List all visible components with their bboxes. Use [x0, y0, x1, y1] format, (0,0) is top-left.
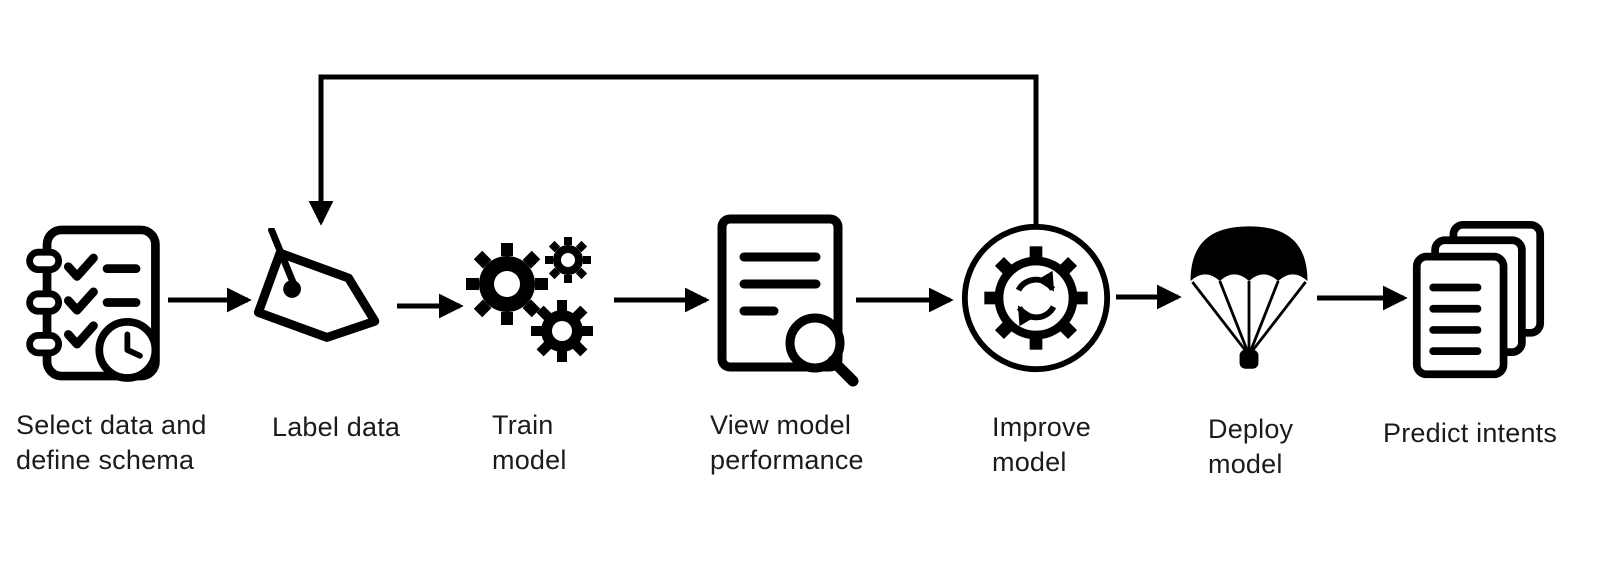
sync-arrow-bottom [1016, 305, 1057, 327]
tag-icon [253, 228, 380, 342]
step-label-improve-model: Improve model [992, 412, 1091, 477]
step-label-train-model: Train model [492, 410, 567, 475]
step-label-deploy-model: Deploy model [1208, 414, 1294, 479]
document-report-icon [717, 214, 859, 387]
feedback-arrow-improve-to-label [308, 74, 1039, 226]
step-label-predict-intents: Predict intents [1383, 418, 1558, 448]
gears-icon [466, 237, 593, 362]
magnifier-icon [785, 313, 859, 387]
step-label-select-data: Select data and define schema [16, 410, 207, 475]
step-label-view-performance: View model performance [710, 410, 864, 475]
stacked-documents-icon [1412, 220, 1545, 379]
step-label-label-data: Label data [272, 412, 401, 442]
gear-small [545, 237, 591, 283]
notebook-checklist-icon [26, 225, 160, 382]
gear-sync-icon [961, 223, 1111, 373]
sync-arrow-top [1015, 270, 1056, 292]
gear-medium [531, 300, 593, 362]
gear-large [466, 243, 548, 325]
parachute-icon [1190, 226, 1308, 369]
